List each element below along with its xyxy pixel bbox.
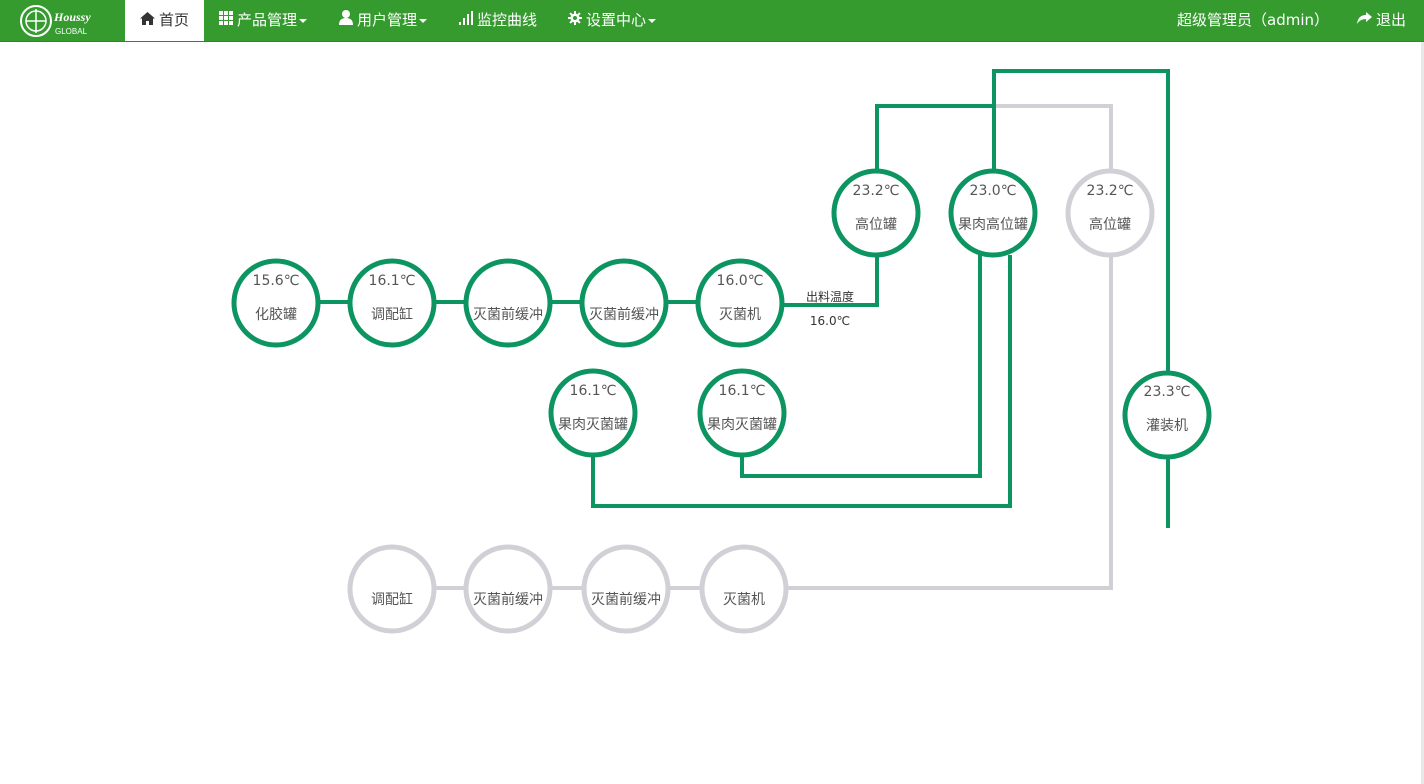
node-temp: 23.2℃ xyxy=(853,183,900,199)
node-temp: 23.3℃ xyxy=(1144,384,1191,400)
share-arrow-icon xyxy=(1357,0,1372,41)
node-name: 调配缸 xyxy=(371,591,413,608)
pipe-to-filler xyxy=(992,69,1170,372)
home-icon xyxy=(139,0,155,41)
node-name: 灭菌前缓冲 xyxy=(591,591,661,608)
nav-home[interactable]: 首页 xyxy=(125,0,204,41)
scrollbar[interactable] xyxy=(1421,42,1424,784)
signal-bars-icon xyxy=(459,0,473,41)
grid-icon xyxy=(219,0,233,41)
node-name: 灭菌前缓冲 xyxy=(589,306,659,323)
pipe-top-grey xyxy=(995,104,1113,170)
pipe-pulp-2 xyxy=(740,255,982,478)
node-name: 灭菌前缓冲 xyxy=(473,306,543,323)
node-name: 高位罐 xyxy=(855,216,897,233)
node-name: 果肉灭菌罐 xyxy=(707,417,777,433)
process-flow-diagram: 15.6℃ 化胶罐 16.1℃ 调配缸 灭菌前缓冲 灭菌前缓冲 16.0℃ 灭菌… xyxy=(231,69,1212,634)
gear-icon xyxy=(568,0,582,41)
node-sterilizer[interactable]: 16.0℃ 灭菌机 xyxy=(695,258,785,348)
node-mixing-vat-idle[interactable]: 调配缸 xyxy=(347,544,437,634)
nav-users[interactable]: 用户管理 xyxy=(339,0,428,41)
node-name: 高位罐 xyxy=(1089,216,1131,233)
node-pulp-high-tank[interactable]: 23.0℃ 果肉高位罐 xyxy=(948,168,1038,258)
pipe-tank-loop xyxy=(875,104,995,170)
node-buffer-2[interactable]: 灭菌前缓冲 xyxy=(579,258,669,348)
top-navbar: Houssy GLOBAL 首页 产品管理 用户管理 监控曲线 设置中心 超级管… xyxy=(0,0,1424,42)
node-name: 灭菌前缓冲 xyxy=(473,591,543,608)
current-user-label: 超级管理员（admin） xyxy=(1177,11,1330,29)
node-temp: 15.6℃ xyxy=(253,273,300,289)
nav-products[interactable]: 产品管理 xyxy=(219,0,308,41)
node-temp: 16.1℃ xyxy=(719,383,766,399)
node-buffer-1[interactable]: 灭菌前缓冲 xyxy=(463,258,553,348)
node-temp: 16.1℃ xyxy=(369,273,416,289)
nav-home-label: 首页 xyxy=(158,11,189,29)
nav-settings[interactable]: 设置中心 xyxy=(568,0,657,41)
outlet-temp-value: 16.0℃ xyxy=(810,314,850,328)
chevron-down-icon xyxy=(299,18,308,23)
chevron-down-icon xyxy=(648,18,657,23)
houssy-logo[interactable]: Houssy GLOBAL xyxy=(18,3,108,39)
node-temp: 23.0℃ xyxy=(970,183,1017,199)
node-name: 调配缸 xyxy=(371,306,413,323)
node-sterilizer-idle[interactable]: 灭菌机 xyxy=(699,544,789,634)
node-filler[interactable]: 23.3℃ 灌装机 xyxy=(1122,370,1212,460)
node-mixing-vat[interactable]: 16.1℃ 调配缸 xyxy=(347,258,437,348)
pipe-sterilizer-to-tank xyxy=(783,257,879,307)
node-name: 灌装机 xyxy=(1146,418,1188,434)
node-buffer-idle-2[interactable]: 灭菌前缓冲 xyxy=(581,544,671,634)
nav-settings-label: 设置中心 xyxy=(586,11,647,29)
node-name: 灭菌机 xyxy=(719,307,761,323)
pipe-pulp-1 xyxy=(591,255,1012,508)
current-user[interactable]: 超级管理员（admin） xyxy=(1177,0,1329,41)
logout-label: 退出 xyxy=(1376,11,1407,29)
node-high-tank-2[interactable]: 23.2℃ 高位罐 xyxy=(1065,168,1155,258)
pipe-bottom-to-tank xyxy=(787,256,1113,590)
node-gel-tank[interactable]: 15.6℃ 化胶罐 xyxy=(231,258,321,348)
node-temp: 23.2℃ xyxy=(1087,183,1134,199)
nav-users-label: 用户管理 xyxy=(357,11,418,29)
node-name: 果肉灭菌罐 xyxy=(558,417,628,433)
node-temp: 16.0℃ xyxy=(717,273,764,289)
chevron-down-icon xyxy=(419,18,428,23)
nav-monitor[interactable]: 监控曲线 xyxy=(459,0,537,41)
node-high-tank-1[interactable]: 23.2℃ 高位罐 xyxy=(831,168,921,258)
nav-products-label: 产品管理 xyxy=(237,11,298,29)
node-name: 果肉高位罐 xyxy=(958,216,1028,233)
node-temp: 16.1℃ xyxy=(570,383,617,399)
logo-text-bottom: GLOBAL xyxy=(55,27,88,36)
node-buffer-idle-1[interactable]: 灭菌前缓冲 xyxy=(463,544,553,634)
node-name: 化胶罐 xyxy=(255,306,297,323)
nav-monitor-label: 监控曲线 xyxy=(477,11,538,29)
node-pulp-sterilize-1[interactable]: 16.1℃ 果肉灭菌罐 xyxy=(548,368,638,458)
node-name: 灭菌机 xyxy=(723,592,765,608)
node-pulp-sterilize-2[interactable]: 16.1℃ 果肉灭菌罐 xyxy=(697,368,787,458)
outlet-temp-label: 出料温度 xyxy=(806,289,854,304)
logo-text-top: Houssy xyxy=(53,10,91,24)
user-icon xyxy=(339,0,353,41)
logout-button[interactable]: 退出 xyxy=(1357,0,1406,41)
